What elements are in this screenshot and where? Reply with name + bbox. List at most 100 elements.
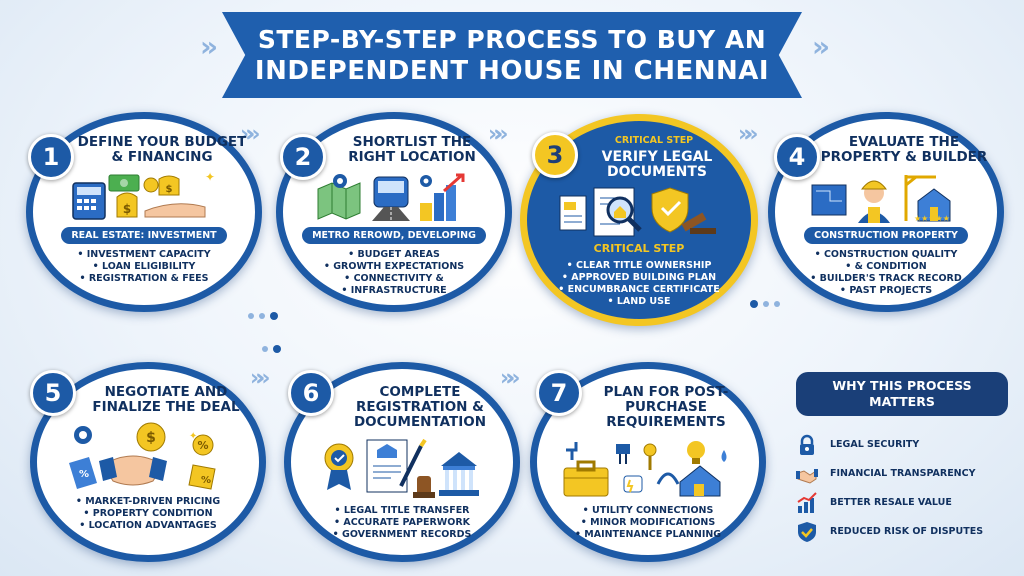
why-item-label: BETTER RESALE VALUE: [830, 497, 952, 508]
svg-text:%: %: [201, 475, 211, 486]
step-card-7: PLAN FOR POST-PURCHASE REQUIREMENTS UTIL…: [530, 362, 766, 562]
step-title: COMPLETE REGISTRATION & DOCUMENTATION: [353, 384, 487, 430]
title-line-2: INDEPENDENT HOUSE IN CHENNAI: [254, 55, 770, 86]
step-title: DEFINE YOUR BUDGET & FINANCING: [77, 134, 247, 165]
step-title: NEGOTIATE AND FINALIZE THE DEAL: [92, 384, 240, 415]
list-item: LEGAL TITLE TRANSFER: [333, 505, 472, 517]
why-item-label: REDUCED RISK OF DISPUTES: [830, 526, 984, 537]
list-item: ACCURATE PAPERWORK: [333, 517, 472, 529]
list-item: INFRASTRUCTURE: [324, 285, 464, 297]
step-title: PLAN FOR POST-PURCHASE REQUIREMENTS: [603, 384, 729, 430]
step-number-badge: 7: [536, 370, 582, 416]
svg-text:★★★★★: ★★★★★: [914, 214, 950, 223]
list-item: CONNECTIVITY &: [324, 273, 464, 285]
list-item: LEGAL SECURITY: [796, 430, 1008, 459]
title-line-1: STEP-BY-STEP PROCESS TO BUY AN: [257, 24, 767, 54]
list-item: APPROVED BUILDING PLAN: [558, 272, 720, 284]
step-icons: $ $ ✦: [69, 171, 219, 223]
step-number-badge: 6: [288, 370, 334, 416]
list-item: LAND USE: [558, 296, 720, 308]
chevron-decoration-icon: »: [200, 30, 218, 63]
chevron-connector-icon: »»: [738, 122, 759, 147]
registration-documents-icon: [324, 438, 479, 498]
step-bullets: INVESTMENT CAPACITY LOAN ELIGIBILITY REG…: [77, 249, 211, 285]
step-icons: [314, 171, 474, 223]
list-item: LOCATION ADVANTAGES: [76, 520, 220, 532]
svg-text:%: %: [197, 439, 208, 452]
title-banner: STEP-BY-STEP PROCESS TO BUY AN INDEPENDE…: [222, 12, 802, 98]
list-item: CONSTRUCTION QUALITY: [810, 249, 962, 261]
step-title: VERIFY LEGAL DOCUMENTS: [601, 149, 713, 180]
list-item: MINOR MODIFICATIONS: [575, 517, 721, 529]
step-bullets: LEGAL TITLE TRANSFER ACCURATE PAPERWORK …: [333, 505, 472, 541]
step-icons: [554, 186, 724, 238]
step-icons: [558, 436, 738, 500]
list-item: INVESTMENT CAPACITY: [77, 249, 211, 261]
shield-check-icon: [798, 521, 816, 542]
step-bullets: BUDGET AREAS GROWTH EXPECTATIONS CONNECT…: [324, 249, 464, 297]
growth-chart-icon: [797, 491, 817, 513]
list-item: MAINTENANCE PLANNING: [575, 529, 721, 541]
why-item-label: FINANCIAL TRANSPARENCY: [830, 468, 976, 479]
list-item: FINANCIAL TRANSPARENCY: [796, 459, 1008, 488]
connector-dots: [262, 345, 281, 353]
step-icons: ★★★★★: [806, 171, 966, 223]
step-card-6: COMPLETE REGISTRATION & DOCUMENTATION LE…: [284, 362, 520, 562]
why-list: LEGAL SECURITY FINANCIAL TRANSPARENCY BE…: [796, 430, 1008, 546]
negotiation-deal-icon: $ % % % ✦: [69, 422, 216, 490]
svg-text:$: $: [146, 430, 156, 446]
list-item: GOVERNMENT RECORDS: [333, 529, 471, 541]
list-item: ENCUMBRANCE CERTIFICATE: [558, 284, 720, 296]
chevron-connector-icon: »»: [250, 366, 271, 391]
why-process-matters-panel: WHY THIS PROCESS MATTERS LEGAL SECURITY …: [796, 372, 1008, 546]
svg-text:$: $: [166, 184, 173, 195]
step-title: EVALUATE THE PROPERTY & BUILDER: [820, 134, 988, 165]
builder-property-icon: ★★★★★: [811, 175, 951, 223]
step-tag: CRITICAL STEP: [593, 242, 685, 255]
step-tag: REAL ESTATE: INVESTMENT: [61, 227, 227, 244]
list-item: UTILITY CONNECTIONS: [575, 505, 721, 517]
step-tag: METRO REROWD, DEVELOPING: [302, 227, 486, 244]
step-title: SHORTLIST THE RIGHT LOCATION: [348, 134, 476, 165]
step-tag: CONSTRUCTION PROPERTY: [804, 227, 968, 244]
svg-text:%: %: [79, 469, 89, 480]
post-purchase-utilities-icon: [563, 441, 727, 497]
step-icons: $ % % % ✦: [63, 421, 233, 491]
list-item: LOAN ELIGIBILITY: [77, 261, 210, 273]
list-item: PAST PROJECTS: [810, 285, 962, 297]
step-bullets: MARKET-DRIVEN PRICING PROPERTY CONDITION…: [76, 496, 220, 532]
list-item: CLEAR TITLE OWNERSHIP: [558, 260, 720, 272]
legal-documents-icon: [559, 187, 716, 237]
connector-dots: [750, 300, 780, 308]
list-item: BETTER RESALE VALUE: [796, 488, 1008, 517]
chevron-decoration-icon: »: [812, 30, 830, 63]
why-item-label: LEGAL SECURITY: [830, 439, 920, 450]
step-bullets: CLEAR TITLE OWNERSHIP APPROVED BUILDING …: [558, 260, 720, 308]
budget-financing-icon: $ $ ✦: [72, 171, 215, 220]
critical-step-label: CRITICAL STEP: [614, 135, 694, 146]
location-city-icon: [317, 173, 465, 221]
step-number-badge: 3: [532, 132, 578, 178]
step-number-badge: 1: [28, 134, 74, 180]
list-item: REDUCED RISK OF DISPUTES: [796, 517, 1008, 546]
list-item: PROPERTY CONDITION: [76, 508, 220, 520]
handshake-icon: [796, 468, 818, 484]
list-item: REGISTRATION & FEES: [77, 273, 210, 285]
list-item: & CONDITION: [810, 261, 962, 273]
why-heading: WHY THIS PROCESS MATTERS: [796, 372, 1008, 416]
svg-text:✦: ✦: [205, 171, 215, 184]
list-item: MARKET-DRIVEN PRICING: [76, 496, 220, 508]
list-item: BUILDER'S TRACK RECORD: [810, 273, 962, 285]
step-icons: [317, 436, 487, 500]
svg-text:✦: ✦: [189, 431, 197, 442]
list-item: GROWTH EXPECTATIONS: [324, 261, 464, 273]
step-bullets: UTILITY CONNECTIONS MINOR MODIFICATIONS …: [575, 505, 721, 541]
step-number-badge: 5: [30, 370, 76, 416]
step-number-badge: 4: [774, 134, 820, 180]
step-number-badge: 2: [280, 134, 326, 180]
connector-dots: [248, 312, 278, 320]
svg-text:$: $: [123, 202, 131, 216]
lock-icon: [800, 434, 814, 455]
step-bullets: CONSTRUCTION QUALITY & CONDITION BUILDER…: [810, 249, 962, 297]
list-item: BUDGET AREAS: [324, 249, 464, 261]
